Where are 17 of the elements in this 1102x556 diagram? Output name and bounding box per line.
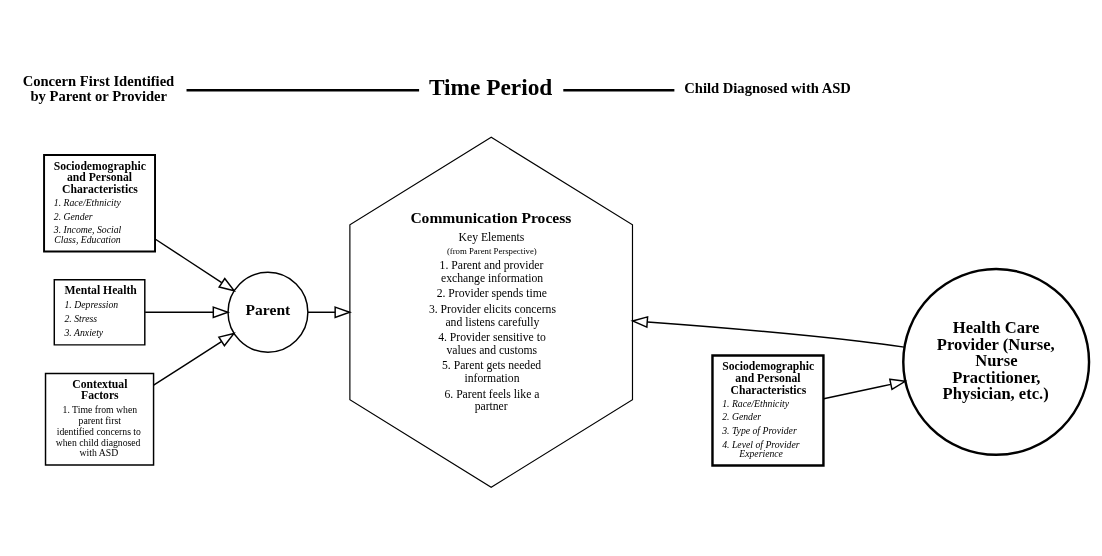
node-box: Sociodemographic and Personal Characteristics 1. Race/Ethnicity 2. Gender 3. Type of Provider 4. Level of Provider Experience (711, 353, 825, 467)
node-box: Contextual Factors 1. Time from when parent first identified concerns to when child diagnosed with ASD (44, 372, 155, 466)
arrow (154, 238, 236, 292)
arrow (822, 378, 908, 400)
node-circle: Parent (227, 271, 309, 353)
node-box: Sociodemographic and Personal Characteristics 1. Race/Ethnicity 2. Gender 3. Income, Social Class, Education (43, 153, 156, 252)
arrow (307, 305, 352, 318)
arrow (152, 331, 236, 386)
node-text: Concern First Identified by Parent or Provider (22, 72, 175, 104)
node-box: Mental Health 1. Depression 2. Stress 3. Anxiety (53, 278, 146, 346)
connector (186, 88, 420, 92)
node-text: Child Diagnosed with ASD (684, 79, 851, 96)
node-text: Time Period (428, 73, 553, 100)
arrow (144, 305, 231, 318)
arrow (630, 315, 905, 348)
connector (563, 88, 675, 92)
node-circle: Health Care Provider (Nurse, Nurse Practitioner, Physician, etc.) (902, 267, 1091, 456)
